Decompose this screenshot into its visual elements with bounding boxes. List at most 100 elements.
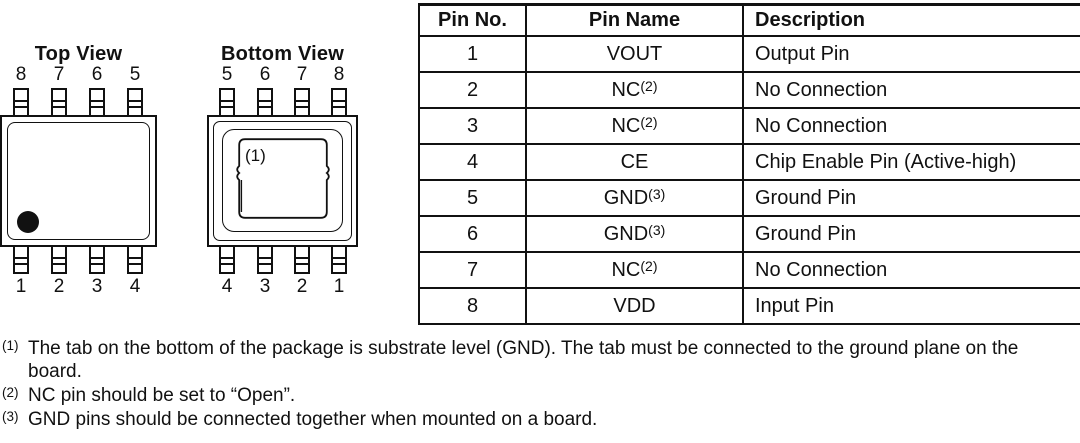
table-row: 4 CE Chip Enable Pin (Active-high): [418, 143, 1080, 181]
pin-lead: [257, 245, 273, 274]
package-body-top-view: [0, 115, 157, 247]
pin-number: 1: [15, 276, 27, 297]
pin-name-cell: NC(2): [525, 251, 744, 289]
pin-lead: [89, 88, 105, 117]
pin-name: GND: [603, 222, 649, 245]
pin-name-cell: VOUT: [525, 35, 744, 73]
pin-name: NC: [611, 114, 641, 137]
pin-name: NC: [611, 258, 641, 281]
pin-lead: [51, 88, 67, 117]
header-pin-no: Pin No.: [418, 3, 527, 37]
pin-description-cell: Input Pin: [742, 287, 1080, 325]
pin-number: 6: [91, 64, 103, 85]
pin-lead: [127, 245, 143, 274]
pin-number: 7: [53, 64, 65, 85]
pin-description-cell: No Connection: [742, 251, 1080, 289]
header-pin-name: Pin Name: [525, 3, 744, 37]
pin-name: VOUT: [606, 42, 663, 65]
footnote-marker: (2): [2, 385, 19, 400]
pin-no-cell: 2: [418, 71, 527, 109]
pin-number: 5: [221, 64, 233, 85]
pin-name-cell: CE: [525, 143, 744, 181]
pin-name-cell: VDD: [525, 287, 744, 325]
pin-lead: [127, 88, 143, 117]
pin-lead: [51, 245, 67, 274]
pin-number: 4: [129, 276, 141, 297]
pin-no-cell: 3: [418, 107, 527, 145]
package-body-bottom-view: (1): [207, 115, 358, 247]
pin-name: VDD: [613, 294, 656, 317]
pin-lead: [219, 88, 235, 117]
table-row: 7 NC(2) No Connection: [418, 251, 1080, 289]
pin-no-cell: 5: [418, 179, 527, 217]
pin-description-cell: Chip Enable Pin (Active-high): [742, 143, 1080, 181]
pin-description-cell: No Connection: [742, 71, 1080, 109]
table-row: 1 VOUT Output Pin: [418, 35, 1080, 73]
pin-description-cell: No Connection: [742, 107, 1080, 145]
pin-no-cell: 4: [418, 143, 527, 181]
pin-name: NC: [611, 78, 641, 101]
pin-table-header-row: Pin No. Pin Name Description: [418, 3, 1080, 37]
pin-lead: [294, 88, 310, 117]
footnote-text: GND pins should be connected together wh…: [28, 409, 598, 430]
header-description: Description: [742, 3, 1080, 37]
table-row: 8 VDD Input Pin: [418, 287, 1080, 325]
pin-table: Pin No. Pin Name Description 1 VOUT Outp…: [418, 3, 1080, 325]
pin-name-footnote-ref: (3): [648, 221, 666, 238]
pin-lead: [89, 245, 105, 274]
pin-name-cell: GND(3): [525, 179, 744, 217]
pin-number: 2: [53, 276, 65, 297]
pin-name-footnote-ref: (2): [640, 257, 658, 274]
pin-no-cell: 1: [418, 35, 527, 73]
pin-number: 1: [333, 276, 345, 297]
pin-name-footnote-ref: (3): [648, 185, 666, 202]
substrate-tab-footnote-ref: (1): [245, 146, 266, 165]
pin-number: 5: [129, 64, 141, 85]
pin-number: 8: [15, 64, 27, 85]
table-row: 2 NC(2) No Connection: [418, 71, 1080, 109]
pin-number: 2: [296, 276, 308, 297]
footnote-2: (2) NC pin should be set to “Open”.: [2, 384, 1079, 407]
pin-number: 6: [259, 64, 271, 85]
footnote-marker: (1): [2, 338, 19, 353]
pin-name-cell: GND(3): [525, 215, 744, 253]
pin-lead: [294, 245, 310, 274]
pin-lead: [13, 88, 29, 117]
footnote-1: (1) The tab on the bottom of the package…: [2, 337, 1079, 383]
package-inner-outline: [7, 122, 150, 240]
pin-no-cell: 7: [418, 251, 527, 289]
pin-number: 3: [91, 276, 103, 297]
pin-description-cell: Ground Pin: [742, 179, 1080, 217]
pin-lead: [331, 245, 347, 274]
pin-number: 7: [296, 64, 308, 85]
pin-description-cell: Ground Pin: [742, 215, 1080, 253]
table-row: 6 GND(3) Ground Pin: [418, 215, 1080, 253]
pin-name: CE: [620, 150, 649, 173]
pin-lead: [257, 88, 273, 117]
pin-name-cell: NC(2): [525, 107, 744, 145]
pin-description-cell: Output Pin: [742, 35, 1080, 73]
footnotes: (1) The tab on the bottom of the package…: [2, 337, 1079, 432]
pin-lead: [13, 245, 29, 274]
footnote-marker: (3): [2, 409, 19, 424]
footnote-text: NC pin should be set to “Open”.: [28, 385, 296, 406]
pin-name-cell: NC(2): [525, 71, 744, 109]
pin-lead: [219, 245, 235, 274]
pin-lead: [331, 88, 347, 117]
bottom-view-title: Bottom View: [221, 43, 344, 65]
table-row: 5 GND(3) Ground Pin: [418, 179, 1080, 217]
top-view-title: Top View: [34, 43, 123, 65]
pin-number: 3: [259, 276, 271, 297]
package-inner-outline-2: [222, 129, 343, 232]
table-row: 3 NC(2) No Connection: [418, 107, 1080, 145]
pin-number: 8: [333, 64, 345, 85]
pin-no-cell: 8: [418, 287, 527, 325]
pin-name: GND: [603, 186, 649, 209]
pin-name-footnote-ref: (2): [640, 77, 658, 94]
pin-no-cell: 6: [418, 215, 527, 253]
footnote-text: The tab on the bottom of the package is …: [28, 338, 1019, 382]
pin-number: 4: [221, 276, 233, 297]
pin-name-footnote-ref: (2): [640, 113, 658, 130]
substrate-tab-outline: [236, 138, 330, 219]
